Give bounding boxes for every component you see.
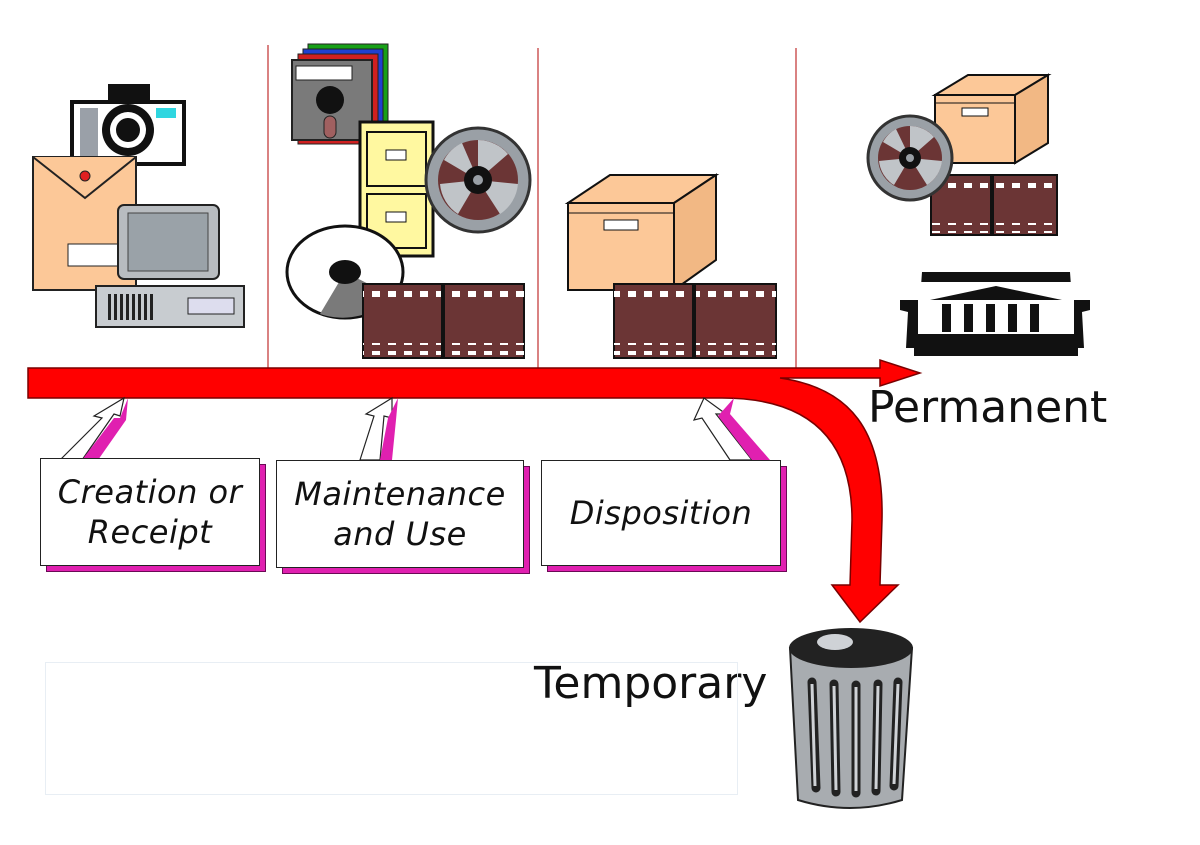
stage-card-maintenance: Maintenance and Use [276, 460, 530, 574]
stage-label: Maintenance and Use [294, 475, 506, 553]
temporary-label: Temporary [534, 658, 768, 709]
column-dividers [267, 45, 797, 368]
card-connector-arrows [58, 396, 770, 461]
stage-card-disposition: Disposition [541, 460, 787, 572]
film-strip-icon [930, 174, 1058, 236]
camera-icon [70, 84, 186, 166]
card-face: Maintenance and Use [276, 460, 524, 568]
permanent-label: Permanent [868, 382, 1108, 433]
empty-placeholder-box [45, 662, 738, 795]
card-face: Creation or Receipt [40, 458, 260, 566]
film-reel-icon [866, 114, 954, 202]
film-strip-icon [362, 283, 525, 359]
stage-label: Disposition [569, 494, 753, 532]
card-face: Disposition [541, 460, 781, 566]
stage-card-creation: Creation or Receipt [40, 458, 266, 572]
lifecycle-arrow [27, 358, 923, 624]
trash-can-icon [788, 628, 914, 809]
film-strip-icon [613, 283, 777, 359]
archives-building-icon [900, 272, 1090, 356]
film-reel-icon [424, 126, 532, 234]
stage-label: Creation or Receipt [57, 473, 243, 551]
storage-box-icon [564, 173, 720, 292]
computer-icon [95, 204, 245, 328]
